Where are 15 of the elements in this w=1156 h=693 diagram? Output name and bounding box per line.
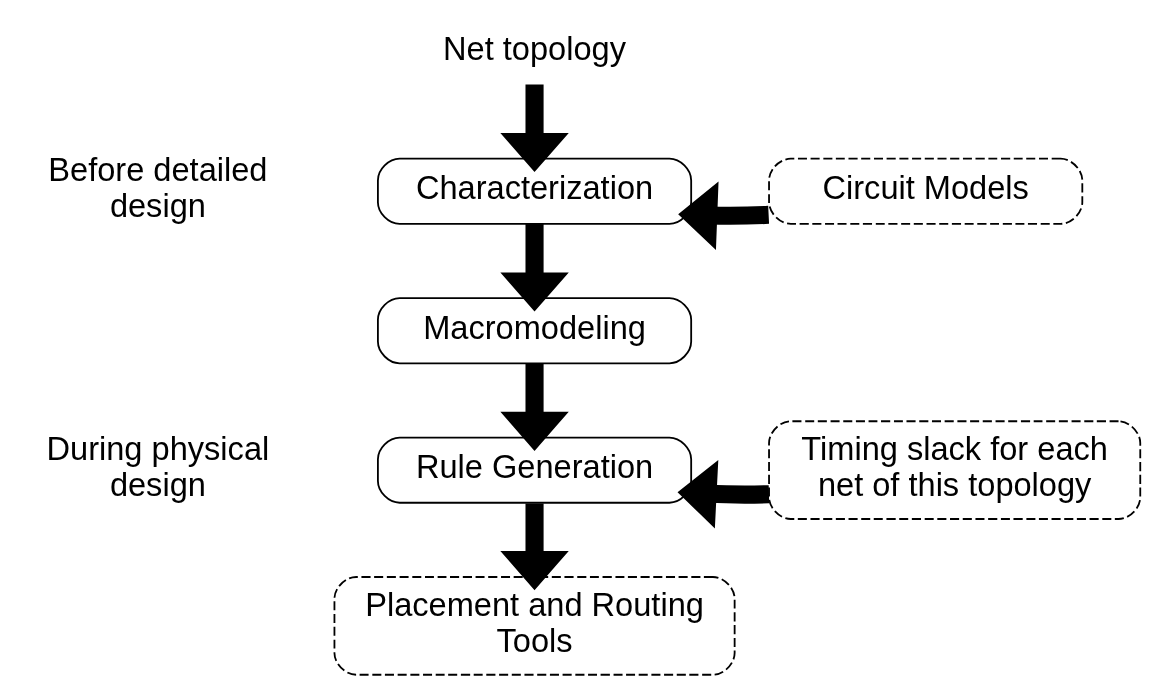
- arrow: [678, 181, 770, 250]
- node-box: Characterization: [377, 157, 693, 225]
- node-box: Rule Generation: [377, 436, 693, 504]
- arrow: [500, 502, 569, 590]
- label: During physical design: [46, 429, 270, 503]
- node-box: Macromodeling: [377, 296, 693, 364]
- label: Before detailed design: [48, 150, 268, 224]
- node-box: Placement and Routing Tools: [333, 575, 736, 676]
- arrow: [500, 362, 569, 451]
- node-text: Net topology: [443, 29, 626, 67]
- arrow: [677, 459, 770, 528]
- node-box: Timing slack for each net of this topology: [768, 419, 1142, 520]
- arrow: [500, 223, 569, 311]
- node-box: Circuit Models: [768, 157, 1084, 225]
- arrow: [500, 83, 569, 172]
